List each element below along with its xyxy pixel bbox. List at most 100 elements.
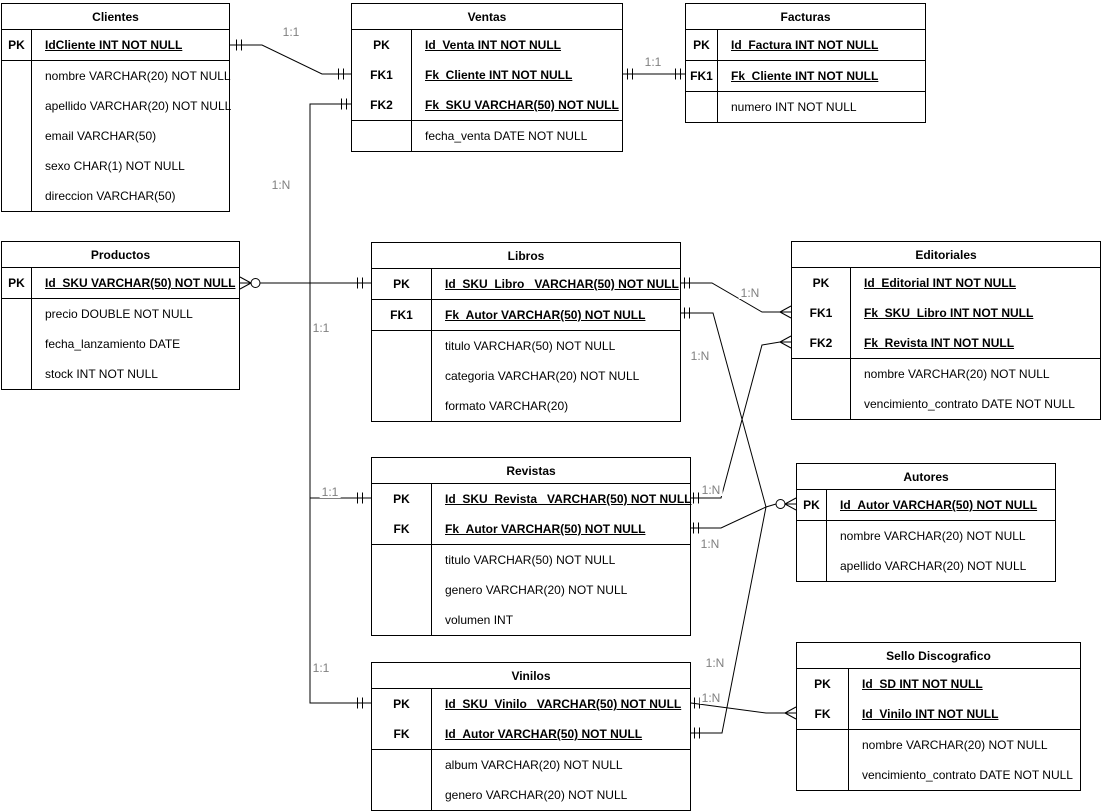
relationship-line-ventas-productos[interactable]: [240, 103, 351, 284]
table-row: genero VARCHAR(20) NOT NULL: [372, 780, 690, 810]
crow-foot-marker: [784, 503, 797, 511]
table-row: FK2 Fk_Revista INT NOT NULL: [792, 328, 1100, 358]
cardinality-label-libros-autores: 1:N: [688, 349, 712, 363]
table-row-group: titulo VARCHAR(50) NOT NULL categoria VAR…: [372, 330, 680, 421]
key-badge: PK: [686, 30, 718, 60]
table-title: Facturas: [686, 4, 925, 30]
relationship-line-clientes-ventas[interactable]: [230, 44, 351, 75]
column-definition: Fk_Cliente INT NOT NULL: [731, 69, 879, 83]
table-row: titulo VARCHAR(50) NOT NULL: [372, 545, 690, 575]
crow-foot-marker: [239, 276, 252, 284]
table-row-group: FK1 Fk_Cliente INT NOT NULL: [686, 60, 925, 91]
column-definition: vencimiento_contrato DATE NOT NULL: [862, 768, 1073, 782]
column-definition: nombre VARCHAR(20) NOT NULL: [840, 529, 1026, 543]
relationship-line-vinilos-autores[interactable]: [691, 506, 767, 734]
key-badge: [372, 780, 432, 810]
column-definition: Id_SKU VARCHAR(50) NOT NULL: [45, 276, 236, 290]
column-definition: Fk_Revista INT NOT NULL: [864, 336, 1015, 350]
key-badge: FK2: [352, 90, 412, 120]
column-definition: categoria VARCHAR(20) NOT NULL: [445, 369, 640, 383]
table-row: nombre VARCHAR(20) NOT NULL: [2, 61, 231, 91]
key-badge: PK: [2, 30, 32, 60]
table-row-group: titulo VARCHAR(50) NOT NULL genero VARCHA…: [372, 544, 690, 635]
key-badge: FK2: [792, 328, 851, 358]
column-definition: titulo VARCHAR(50) NOT NULL: [445, 339, 616, 353]
column-definition: genero VARCHAR(20) NOT NULL: [445, 583, 628, 597]
relationship-line-revistas-autores[interactable]: [691, 506, 767, 529]
column-definition: numero INT NOT NULL: [731, 100, 857, 114]
key-badge: [797, 730, 849, 760]
column-definition: formato VARCHAR(20): [445, 399, 569, 413]
column-definition: nombre VARCHAR(20) NOT NULL: [45, 69, 231, 83]
cardinality-label-clientes-ventas: 1:1: [280, 25, 302, 39]
key-badge: [372, 750, 432, 780]
zero-circle-marker: [250, 278, 261, 288]
relationship-line-libros-editoriales[interactable]: [681, 282, 780, 313]
cardinality-label-productos-libros: 1:1: [310, 321, 332, 335]
relationship-line-productos-vinilos[interactable]: [240, 282, 371, 704]
column-definition: Id_SKU_Vinilo_ VARCHAR(50) NOT NULL: [445, 697, 682, 711]
table-row: FK1 Fk_Cliente INT NOT NULL: [686, 61, 925, 91]
relationship-line-productos-revistas[interactable]: [240, 282, 371, 499]
cardinality-label-ventas-productos: 1:N: [269, 178, 293, 192]
table-title: Sello Discografico: [797, 643, 1080, 669]
column-definition: genero VARCHAR(20) NOT NULL: [445, 788, 628, 802]
key-badge: [372, 605, 432, 635]
crow-foot-marker: [779, 335, 792, 343]
key-badge: [372, 545, 432, 575]
column-definition: fecha_venta DATE NOT NULL: [425, 129, 588, 143]
cardinality-label-vinilos-autores: 1:N: [703, 656, 727, 670]
column-definition: titulo VARCHAR(50) NOT NULL: [445, 553, 616, 567]
relationship-line-revistas-editoriales[interactable]: [691, 341, 781, 499]
table-title: Vinilos: [372, 663, 690, 689]
column-definition: Id_SKU_Revista_ VARCHAR(50) NOT NULL: [445, 492, 692, 506]
zero-circle-marker: [775, 499, 786, 509]
table-row: vencimiento_contrato DATE NOT NULL: [792, 389, 1100, 419]
table-row: apellido VARCHAR(20) NOT NULL: [2, 91, 231, 121]
key-badge: [352, 121, 412, 151]
key-badge: [2, 121, 32, 151]
key-badge: PK: [797, 490, 827, 520]
crow-foot-marker: [784, 712, 797, 720]
key-badge: [2, 359, 32, 389]
column-definition: Id_Factura INT NOT NULL: [731, 38, 879, 52]
relationship-line-libros-autores[interactable]: [681, 312, 767, 508]
key-badge: PK: [372, 269, 432, 299]
column-definition: Id_Autor VARCHAR(50) NOT NULL: [840, 498, 1038, 512]
key-badge: PK: [372, 484, 432, 514]
key-badge: FK1: [686, 61, 718, 91]
table-row: PK Id_Factura INT NOT NULL: [686, 30, 925, 60]
column-definition: sexo CHAR(1) NOT NULL: [45, 159, 185, 173]
table-row: fecha_lanzamiento DATE: [2, 329, 239, 359]
key-badge: [797, 760, 849, 790]
table-row: fecha_venta DATE NOT NULL: [352, 121, 622, 151]
table-title: Autores: [797, 464, 1055, 490]
relationship-line-vinilos-sello[interactable]: [690, 702, 785, 714]
key-badge: [2, 91, 32, 121]
relationship-line-autores-junction[interactable]: [765, 503, 777, 508]
table-row: nombre VARCHAR(20) NOT NULL: [797, 521, 1055, 551]
table-row: volumen INT: [372, 605, 690, 635]
table-row-group: PK Id_Autor VARCHAR(50) NOT NULL: [797, 490, 1055, 520]
key-badge: [372, 331, 432, 361]
crow-foot-marker: [784, 706, 797, 714]
